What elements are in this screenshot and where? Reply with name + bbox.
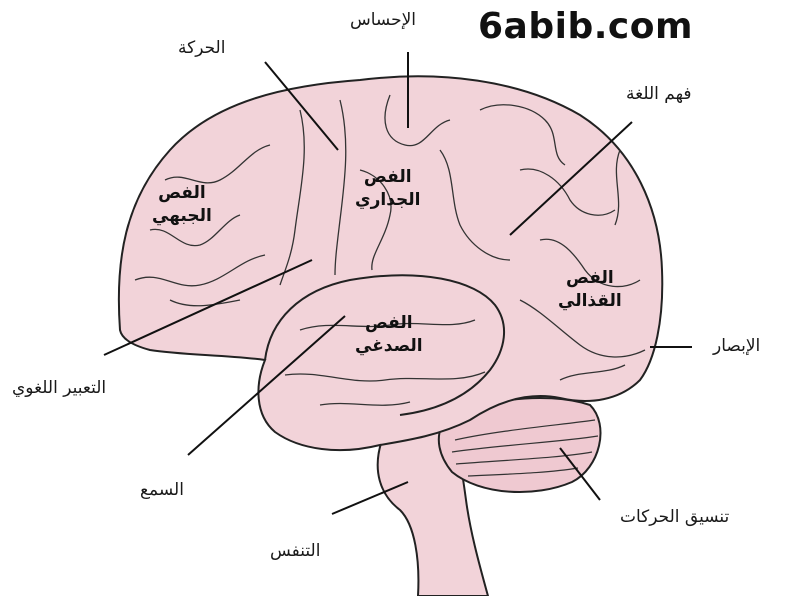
occipital-lobe-line-1: الفص (558, 267, 622, 290)
label-sensation: الإحساس (350, 12, 416, 29)
frontal-lobe-line-1: الفص (152, 182, 212, 205)
label-movement: الحركة (178, 40, 225, 57)
parietal-lobe-label: الفص الجداري (355, 166, 420, 212)
parietal-lobe-line-2: الجداري (355, 189, 420, 212)
parietal-lobe-line-1: الفص (355, 166, 420, 189)
label-language-comprehension: فهم اللغة (626, 86, 692, 103)
temporal-lobe-line-2: الصدغي (355, 335, 423, 358)
occipital-lobe-label: الفص القذالي (558, 267, 622, 313)
temporal-lobe-line-1: الفص (355, 312, 423, 335)
temporal-lobe-label: الفص الصدغي (355, 312, 423, 358)
label-hearing: السمع (140, 482, 184, 499)
label-vision: الإبصار (713, 338, 760, 355)
frontal-lobe-line-2: الجبهي (152, 205, 212, 228)
frontal-lobe-label: الفص الجبهي (152, 182, 212, 228)
label-motor-coordination: تنسيق الحركات (620, 509, 729, 526)
label-breathing: التنفس (270, 543, 320, 560)
site-logo[interactable]: 6abib.com (478, 6, 693, 47)
label-speech-expression: التعبير اللغوي (12, 380, 106, 397)
occipital-lobe-line-2: القذالي (558, 290, 622, 313)
